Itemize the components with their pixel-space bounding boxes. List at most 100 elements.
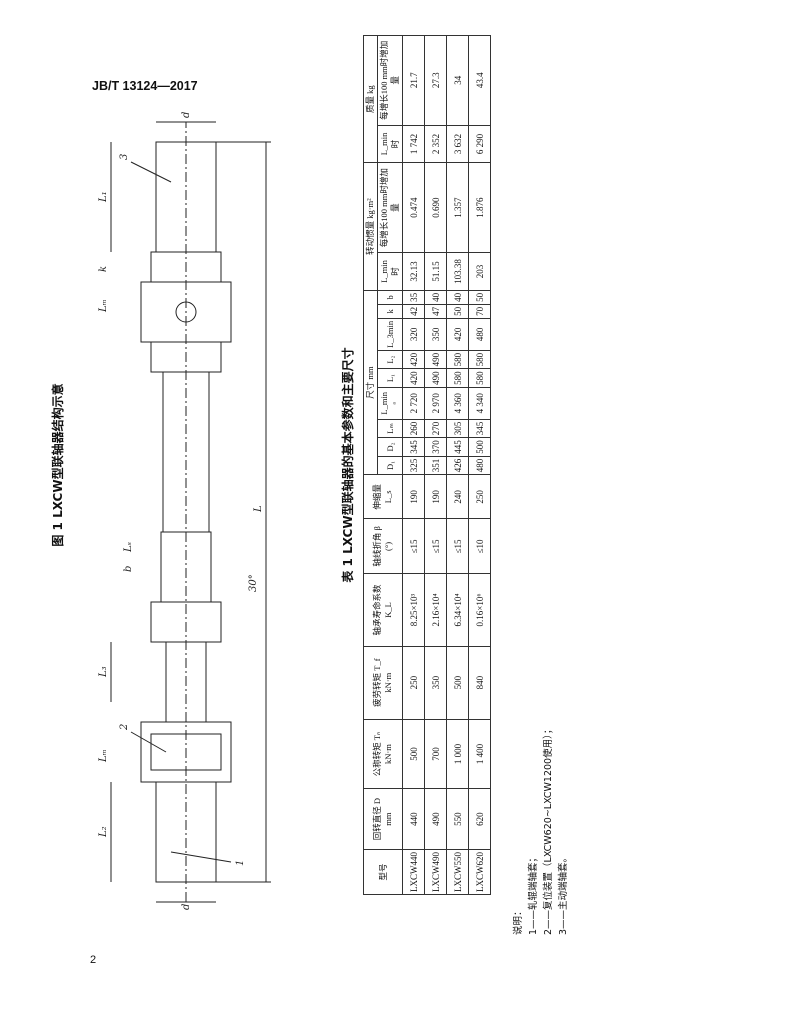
table-cell: 190	[402, 474, 425, 519]
table-cell: 550	[446, 788, 469, 850]
table-cell: 1.357	[446, 162, 469, 253]
table-cell: 40	[446, 290, 469, 305]
table-cell: 840	[468, 646, 491, 720]
th-D2: D₂	[377, 437, 403, 457]
table-cell: 580	[446, 350, 469, 369]
th-life: 轴承寿命系数 K_L	[363, 573, 403, 647]
label-L1: L₁	[98, 191, 109, 203]
label-Lm-right: Lₘ	[98, 299, 109, 313]
label-k: k	[98, 266, 109, 272]
table-cell: 2 970	[424, 387, 447, 420]
coupling-figure: d d L L₂ L₃ L₁ Lₘ Lₘ Lₛ k b 30° 1 2 3	[71, 22, 301, 1002]
table-cell: 620	[468, 788, 491, 850]
page-number: 2	[90, 954, 97, 966]
table-cell: 440	[402, 788, 425, 850]
table-cell: LXCW490	[424, 849, 447, 895]
table-cell: 43.4	[468, 35, 491, 126]
table-cell: 490	[424, 350, 447, 369]
table-cell: 3 632	[446, 125, 469, 163]
th-model: 型号	[363, 849, 403, 895]
table-cell: 2 352	[424, 125, 447, 163]
rotated-lower: 图 1 LXCW型联轴器结构示意 表 1 LXCW型联轴器的基本参数和主要尺寸 …	[51, 0, 721, 955]
table-cell: 345	[402, 437, 425, 457]
table-cell: 1 400	[468, 719, 491, 789]
table-cell: 32.13	[402, 252, 425, 291]
table-cell: 42	[402, 304, 425, 319]
th-dims: 尺寸 mm	[363, 290, 378, 475]
table-cell: 4 340	[468, 387, 491, 420]
table-cell: 445	[446, 437, 469, 457]
label-Ls: Lₛ	[123, 542, 134, 553]
th-stroke: 伸缩量 L_s	[363, 474, 403, 519]
th-inertia-min: L_min 时	[377, 252, 403, 291]
table-cell: 250	[402, 646, 425, 720]
th-Lm: Lₘ	[377, 419, 403, 438]
th-L3: L_3min	[377, 318, 403, 351]
table-cell: LXCW550	[446, 849, 469, 895]
label-d-left: d	[181, 904, 192, 910]
table-cell: 580	[468, 368, 491, 388]
table-cell: LXCW440	[402, 849, 425, 895]
callout-1: 1	[235, 860, 246, 866]
table-cell: 325	[402, 456, 425, 475]
table-cell: 203	[468, 252, 491, 291]
table-cell: 490	[424, 788, 447, 850]
table-cell: 50	[446, 304, 469, 319]
table-cell: 35	[402, 290, 425, 305]
th-b: b	[377, 290, 403, 305]
table-cell: ≤15	[424, 518, 447, 574]
table-cell: 1.876	[468, 162, 491, 253]
table-cell: 351	[424, 456, 447, 475]
table-cell: LXCW620	[468, 849, 491, 895]
label-angle: 30°	[248, 574, 259, 592]
table-cell: 305	[446, 419, 469, 438]
table-cell: 27.3	[424, 35, 447, 126]
table-cell: 420	[402, 368, 425, 388]
table-cell: 250	[468, 474, 491, 519]
table-cell: 420	[402, 350, 425, 369]
coupling-drawing: d d L L₂ L₃ L₁ Lₘ Lₘ Lₛ k b 30° 1 2 3	[98, 112, 271, 910]
figure-notes: 说明： 1——轧辊端轴套； 2——复位装置（LXCW620~LXCW1200使用…	[511, 605, 571, 935]
table-cell: 260	[402, 419, 425, 438]
rotated-content: d d L L₂ L₃ L₁ Lₘ Lₘ Lₛ k b 30° 1 2 3	[71, 22, 721, 1002]
table-cell: 345	[468, 419, 491, 438]
th-mass-min: L_min 时	[377, 125, 403, 163]
table-cell: 320	[402, 318, 425, 351]
table-cell: 0.474	[402, 162, 425, 253]
table-cell: 1 742	[402, 125, 425, 163]
table-cell: 34	[446, 35, 469, 126]
standard-number: JB/T 13124—2017	[92, 79, 198, 93]
label-Lm-left: Lₘ	[98, 749, 109, 763]
label-L3: L₃	[98, 666, 109, 678]
th-torque: 公称转矩 Tₙ kN·m	[363, 719, 403, 789]
label-d-right: d	[181, 112, 192, 118]
table-cell: 350	[424, 318, 447, 351]
table-cell: ≤15	[446, 518, 469, 574]
table-cell: 580	[446, 368, 469, 388]
th-mass: 质量 kg	[363, 35, 378, 163]
table-cell: 21.7	[402, 35, 425, 126]
callout-3: 3	[119, 154, 130, 160]
table-cell: 500	[468, 437, 491, 457]
table-cell: 420	[446, 318, 469, 351]
table-cell: ≤10	[468, 518, 491, 574]
parameters-table: 型号 回转直径 D mm 公称转矩 Tₙ kN·m 疲劳转矩 T_f kN·m …	[363, 35, 491, 895]
table-caption: 表 1 LXCW型联轴器的基本参数和主要尺寸	[341, 347, 355, 583]
table-cell: 51.15	[424, 252, 447, 291]
th-angle: 轴线折角 β (°)	[363, 518, 403, 574]
table-cell: 8.25×10³	[402, 573, 425, 647]
note-2: 2——复位装置（LXCW620~LXCW1200使用）；	[543, 724, 554, 935]
table-cell: 103.38	[446, 252, 469, 291]
table-cell: 480	[468, 456, 491, 475]
table-cell: 50	[468, 290, 491, 305]
table-cell: 4 360	[446, 387, 469, 420]
th-inertia-inc: 每增长100 mm时增加量	[377, 162, 403, 253]
table-cell: 580	[468, 350, 491, 369]
th-D1: D₁	[377, 456, 403, 475]
note-3: 3——主动端轴套。	[558, 852, 569, 935]
callout-2: 2	[119, 724, 130, 731]
table-cell: 6 290	[468, 125, 491, 163]
table-cell: 40	[424, 290, 447, 305]
notes-title: 说明：	[513, 906, 524, 935]
